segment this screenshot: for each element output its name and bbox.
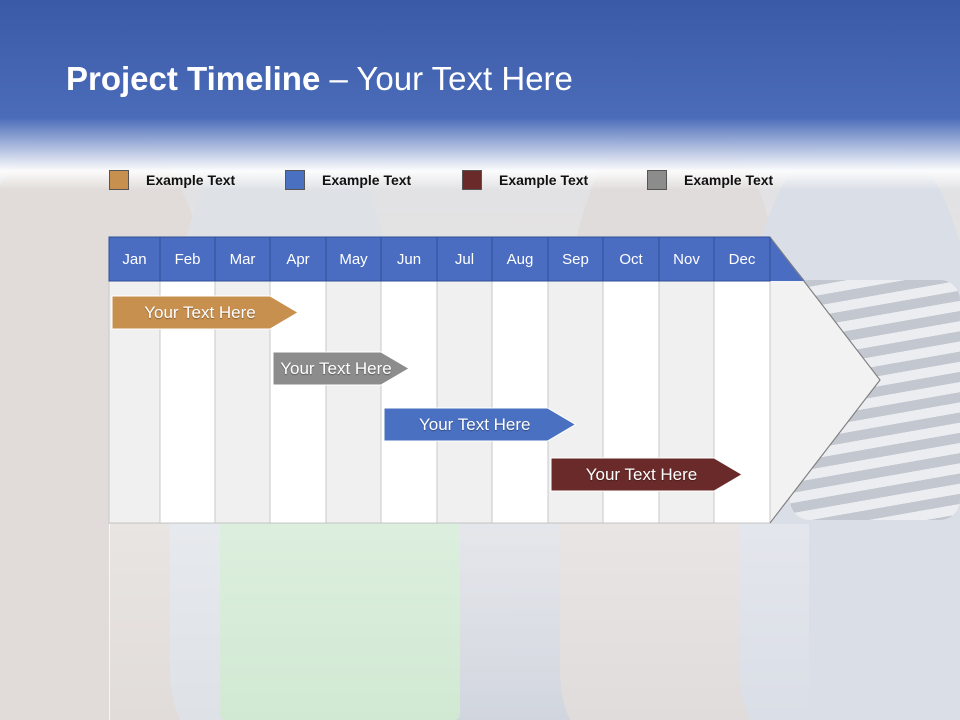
month-header-cell bbox=[325, 236, 382, 282]
timeline-reflection bbox=[109, 524, 809, 720]
month-column bbox=[491, 280, 549, 524]
month-label: Feb bbox=[174, 250, 201, 268]
legend-item: Example Text bbox=[285, 170, 411, 190]
month-column bbox=[380, 280, 438, 524]
task-bar bbox=[272, 351, 410, 386]
month-label: May bbox=[339, 250, 368, 268]
legend-swatch bbox=[285, 170, 305, 190]
month-header-cell bbox=[269, 236, 327, 282]
slide-title-rest: – Your Text Here bbox=[320, 60, 573, 97]
task-bar-label: Your Text Here bbox=[280, 358, 392, 378]
month-label: Apr bbox=[286, 250, 310, 268]
month-label: Aug bbox=[506, 250, 534, 268]
month-label: Jun bbox=[396, 250, 422, 268]
month-label: Oct bbox=[619, 250, 643, 268]
month-header-cell bbox=[491, 236, 549, 282]
legend-label: Example Text bbox=[322, 172, 412, 188]
task-bar-label: Your Text Here bbox=[144, 302, 256, 322]
legend-swatch bbox=[647, 170, 667, 190]
legend-label: Example Text bbox=[146, 172, 236, 188]
month-header-cell bbox=[108, 236, 161, 282]
month-header-cell bbox=[713, 236, 771, 282]
task-bar bbox=[550, 457, 743, 492]
task-bar bbox=[383, 407, 577, 442]
month-column bbox=[325, 280, 382, 524]
month-header-cell bbox=[214, 236, 271, 282]
slide-title: Project Timeline – Your Text Here bbox=[66, 60, 573, 98]
slide-title-bold: Project Timeline bbox=[66, 60, 321, 97]
legend-item: Example Text bbox=[109, 170, 235, 190]
month-header-cell bbox=[159, 236, 216, 282]
month-label: Jul bbox=[454, 250, 475, 268]
month-label: Sep bbox=[562, 250, 589, 268]
legend-label: Example Text bbox=[684, 172, 774, 188]
month-header-cell bbox=[547, 236, 604, 282]
legend-item: Example Text bbox=[462, 170, 588, 190]
task-bar bbox=[111, 295, 299, 330]
month-label: Nov bbox=[673, 250, 700, 268]
legend-item: Example Text bbox=[647, 170, 773, 190]
month-label: Jan bbox=[122, 250, 147, 268]
month-header-cell bbox=[602, 236, 660, 282]
legend-label: Example Text bbox=[499, 172, 589, 188]
month-header-cell bbox=[380, 236, 438, 282]
task-bar-label: Your Text Here bbox=[585, 464, 698, 484]
arrow-tip-outline bbox=[769, 236, 881, 524]
month-column bbox=[436, 280, 493, 524]
month-label: Mar bbox=[229, 250, 256, 268]
legend-swatch bbox=[109, 170, 129, 190]
legend-swatch bbox=[462, 170, 482, 190]
title-band bbox=[0, 0, 960, 190]
task-bar-label: Your Text Here bbox=[418, 414, 531, 434]
month-label: Dec bbox=[728, 250, 756, 268]
